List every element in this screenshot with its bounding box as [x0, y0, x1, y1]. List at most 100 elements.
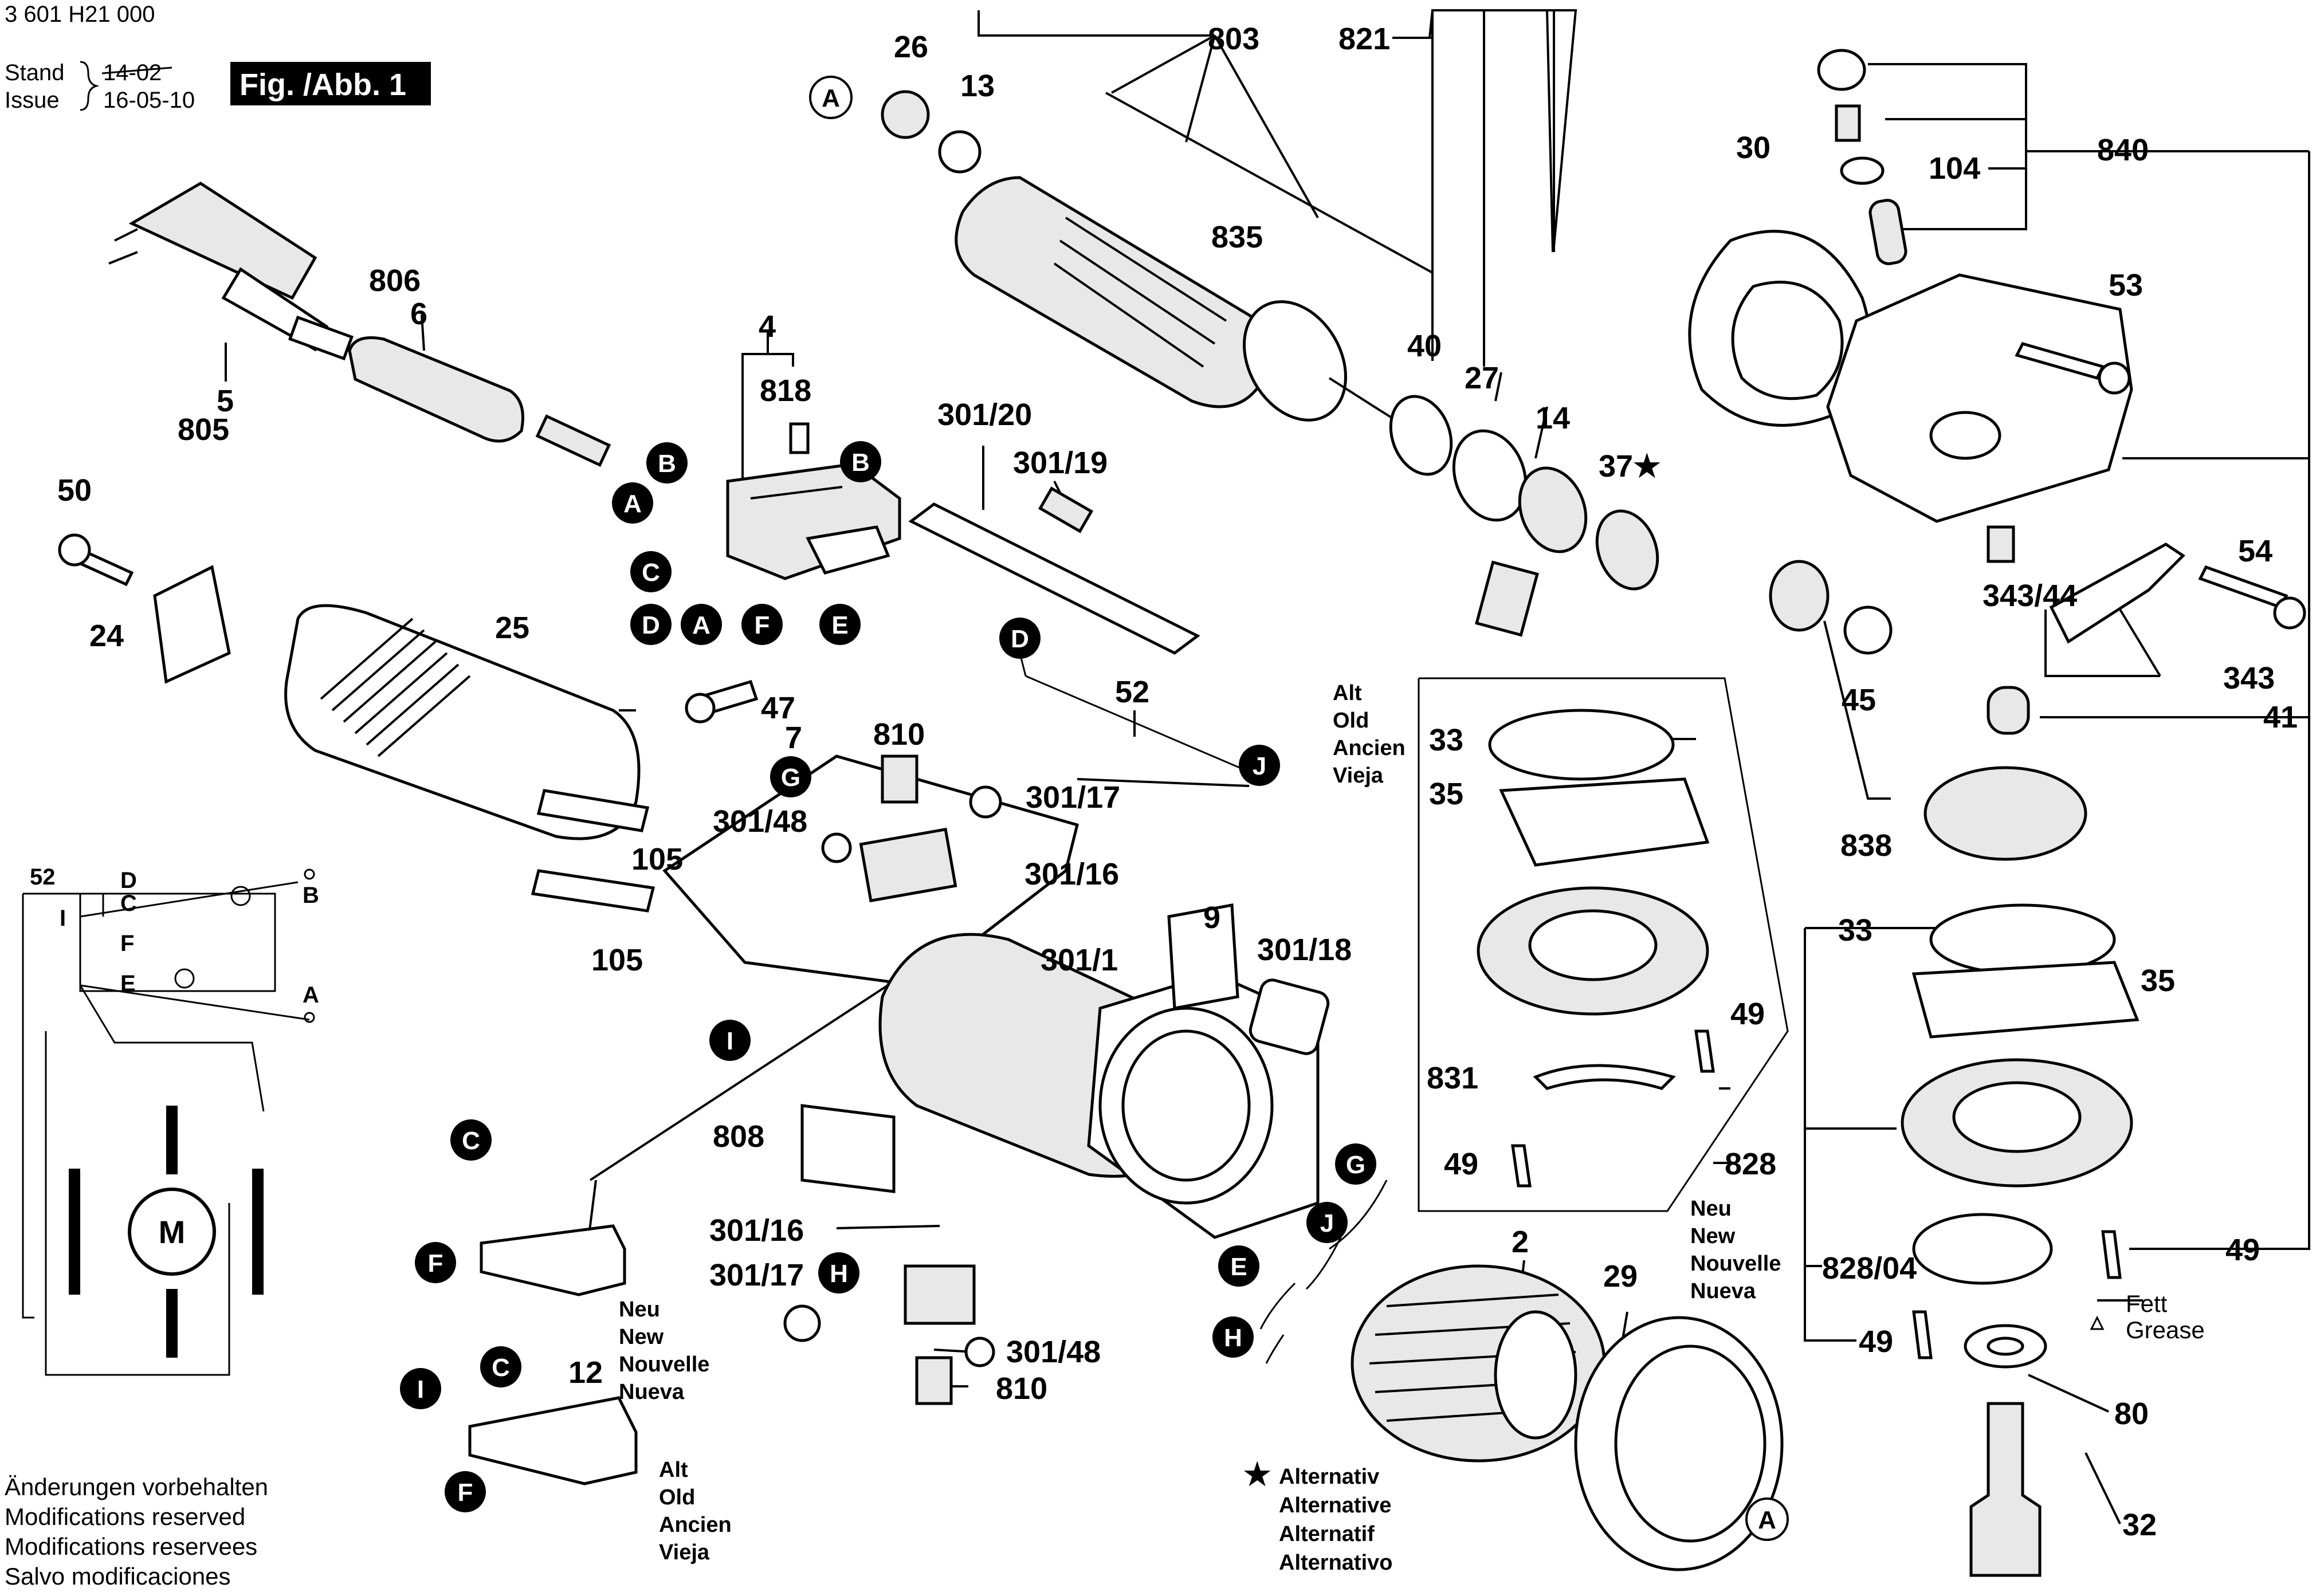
new-labels-right: Neu New Nouvelle Nueva — [1690, 1197, 1781, 1303]
bearing-45 — [1843, 606, 1893, 655]
alternative-note: ★ Alternativ Alternative Alternatif Alte… — [1243, 1457, 1392, 1575]
marker-j-wire: J — [1239, 745, 1280, 786]
marker-g-brush: G — [770, 756, 811, 797]
label-6: 6 — [410, 297, 427, 331]
marker-h-lower: H — [818, 1252, 859, 1294]
label-810-lower: 810 — [996, 1371, 1047, 1406]
label-25: 25 — [495, 611, 529, 645]
svg-text:D: D — [642, 611, 660, 639]
label-301-17-upper: 301/17 — [1026, 780, 1120, 815]
bearing-13 — [938, 130, 982, 174]
marker-h-coil: H — [1212, 1316, 1254, 1358]
svg-text:G: G — [1346, 1151, 1365, 1179]
svg-text:C: C — [462, 1127, 480, 1155]
svg-text:F: F — [755, 611, 770, 639]
issue-label: Issue — [5, 88, 60, 113]
svg-text:New: New — [619, 1325, 664, 1349]
rail-301-20 — [908, 502, 1200, 655]
label-13: 13 — [960, 69, 995, 103]
marker-b-cord: B — [646, 442, 688, 483]
svg-text:Fett: Fett — [2126, 1290, 2168, 1317]
spring-301-17 — [969, 785, 1002, 819]
label-301-16-upper: 301/16 — [1024, 857, 1119, 891]
marker-a-bearing: A — [809, 76, 853, 119]
motor-label: M — [159, 1214, 186, 1250]
wiring-terminal-c: C — [120, 891, 137, 916]
strike-line — [101, 66, 172, 74]
wiring-terminal-d: D — [120, 868, 137, 893]
svg-text:Modifications reservees: Modifications reservees — [5, 1533, 257, 1560]
svg-text:Old: Old — [1333, 709, 1369, 733]
svg-text:B: B — [658, 450, 676, 478]
armature — [881, 90, 1393, 422]
new-labels-terminal: Neu New Nouvelle Nueva — [619, 1298, 709, 1404]
label-12: 12 — [568, 1355, 603, 1390]
svg-text:Ancien: Ancien — [659, 1513, 732, 1537]
label-24: 24 — [89, 619, 124, 653]
svg-text:A: A — [822, 84, 840, 112]
label-343: 343 — [2223, 661, 2275, 695]
svg-text:Alternative: Alternative — [1279, 1493, 1391, 1518]
label-821: 821 — [1338, 22, 1390, 56]
lock-lever-343 — [2049, 543, 2185, 644]
svg-text:C: C — [492, 1354, 510, 1382]
brush-810 — [881, 754, 918, 804]
svg-text:H: H — [830, 1260, 848, 1288]
svg-text:Alternatif: Alternatif — [1279, 1522, 1375, 1546]
label-301-20: 301/20 — [937, 398, 1032, 432]
label-47: 47 — [761, 691, 795, 725]
label-301-16-lower: 301/16 — [709, 1213, 804, 1248]
svg-text:F: F — [428, 1249, 443, 1277]
label-2: 2 — [1512, 1225, 1529, 1259]
wiring-terminal-a: A — [303, 982, 319, 1008]
svg-text:A: A — [623, 490, 642, 518]
svg-text:J: J — [1320, 1209, 1334, 1237]
label-40: 40 — [1407, 329, 1442, 363]
label-14: 14 — [1536, 401, 1570, 435]
gasket-35-old — [1499, 777, 1710, 867]
svg-text:H: H — [1224, 1324, 1242, 1352]
label-835: 835 — [1211, 220, 1263, 254]
label-53: 53 — [2109, 268, 2143, 302]
label-49-new-a: 49 — [1859, 1324, 1893, 1359]
stand-label: Stand — [5, 60, 65, 85]
label-301-1: 301/1 — [1041, 943, 1118, 977]
label-301-17-lower: 301/17 — [709, 1258, 804, 1292]
label-105-b: 105 — [591, 943, 643, 977]
svg-text:Old: Old — [659, 1485, 695, 1509]
ring-27 — [1452, 429, 1528, 522]
screw-49-old — [1694, 1029, 1715, 1073]
wiring-diagram: M 52 D C B I F E A — [22, 864, 319, 1376]
marker-f-term: F — [415, 1242, 456, 1283]
marker-d-wire: D — [999, 618, 1041, 659]
label-30: 30 — [1736, 131, 1771, 165]
terminal-block-old — [468, 1396, 638, 1485]
svg-text:A: A — [1758, 1506, 1776, 1534]
label-35-old: 35 — [1429, 777, 1463, 811]
label-49-old-a: 49 — [1730, 997, 1765, 1031]
leader-lines — [225, 9, 2310, 1524]
label-80: 80 — [2114, 1397, 2149, 1431]
part-labels: 26 13 803 821 30 840 104 835 806 6 5 805… — [57, 22, 2298, 1542]
brush-holder-301-16 — [859, 827, 957, 903]
bearing-37 — [1595, 509, 1659, 591]
bearing-14 — [1518, 466, 1588, 553]
figure-badge — [230, 62, 431, 105]
field-coil — [1351, 1264, 1606, 1463]
label-808 — [800, 1104, 896, 1193]
label-33-new: 33 — [1838, 913, 1873, 948]
marker-c-old: C — [480, 1346, 521, 1387]
label-818: 818 — [760, 374, 811, 408]
label-29: 29 — [1603, 1259, 1638, 1294]
motor-symbol — [128, 1188, 216, 1276]
svg-text:D: D — [1011, 625, 1029, 653]
label-50: 50 — [57, 473, 92, 508]
screw-301-48-lower — [964, 1336, 995, 1367]
label-9 — [1167, 903, 1239, 1010]
svg-text:New: New — [1690, 1224, 1736, 1248]
wiring-terminal-b: B — [303, 883, 319, 908]
connector-markers: B A B C D A F E D J G I C F H I C F G J … — [400, 76, 1789, 1541]
svg-text:G: G — [781, 764, 800, 792]
motor-housing-cover — [284, 604, 655, 913]
marker-f-switch: F — [741, 604, 783, 645]
